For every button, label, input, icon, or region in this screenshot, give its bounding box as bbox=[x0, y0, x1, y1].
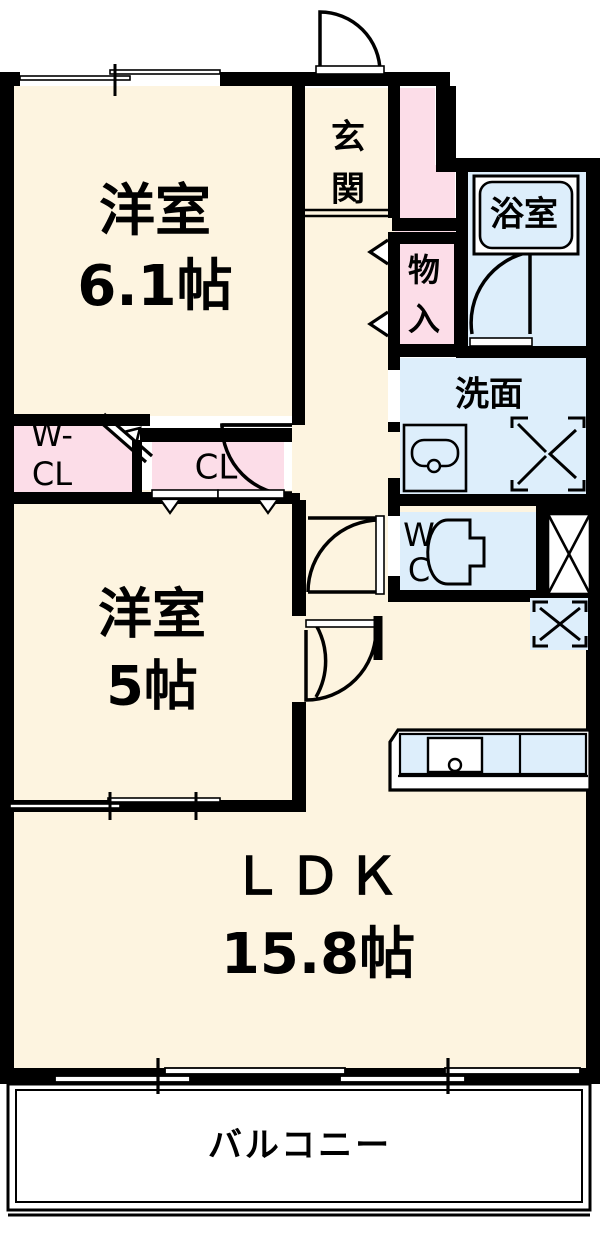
entrance-label-line2: 関 bbox=[331, 170, 365, 210]
wall-shoebox-right-upper bbox=[444, 86, 456, 166]
storage-floor bbox=[398, 243, 456, 348]
entrance-step bbox=[305, 208, 392, 218]
bedroom-2-floor bbox=[8, 490, 300, 808]
ldk-label-line2: 15.8帖 bbox=[221, 922, 415, 987]
washbasin bbox=[402, 423, 468, 493]
wall-bedroom2-hall-upper bbox=[292, 500, 306, 616]
hallway-floor bbox=[300, 210, 400, 640]
balcony-label: バルコニー bbox=[208, 1126, 392, 1166]
room-labels: 洋室 6.1帖 洋室 5帖 ＬＤＫ 15.8帖 玄 関 物 入 浴室 洗面 W … bbox=[31, 118, 558, 1166]
washroom-label: 洗面 bbox=[455, 375, 523, 415]
toilet-bowl bbox=[426, 518, 486, 586]
ldk-label-line1: ＬＤＫ bbox=[231, 847, 405, 907]
wall-exterior-right bbox=[586, 160, 600, 1082]
bathroom-label: 浴室 bbox=[490, 195, 558, 235]
wall-storage-top bbox=[388, 232, 466, 244]
bedroom-2-label-line2: 5帖 bbox=[106, 655, 198, 718]
opening-bedroom2-door bbox=[292, 616, 306, 702]
wall-hall-washroom-joint bbox=[388, 356, 400, 370]
fixtures bbox=[388, 174, 592, 792]
wall-wic-right bbox=[132, 440, 142, 496]
closet-label: CL bbox=[195, 448, 238, 488]
opening-storage-mid bbox=[388, 432, 400, 478]
wall-bedroom2-bottom bbox=[0, 800, 306, 812]
bedroom-2-label-line1: 洋室 bbox=[98, 583, 206, 646]
balcony-floor bbox=[8, 1083, 590, 1209]
toilet-label-line2: C bbox=[408, 551, 430, 589]
windows bbox=[9, 64, 581, 1094]
wall-bedroom1-hall bbox=[292, 80, 305, 425]
doors bbox=[96, 10, 533, 702]
wall-entrance-right bbox=[388, 86, 400, 218]
opening-bedroom1-door bbox=[292, 425, 305, 493]
walk-in-closet-label-line2: CL bbox=[32, 455, 72, 493]
wall-bathroom-bottom bbox=[456, 346, 590, 358]
wall-storage-left bbox=[388, 232, 400, 356]
wall-bedroom2-hall-lower bbox=[292, 700, 306, 802]
wall-bathroom-left bbox=[456, 158, 468, 358]
bedroom-1-label-line2: 6.1帖 bbox=[77, 254, 232, 319]
entrance-door bbox=[315, 10, 385, 75]
wall-closet-top bbox=[140, 428, 300, 442]
wall-bedroom1-bottom-left bbox=[0, 414, 150, 426]
opening-washroom-door bbox=[388, 370, 400, 422]
opening-toilet-door bbox=[388, 516, 400, 576]
bedroom1-window bbox=[19, 64, 221, 96]
closet-sliding-doors bbox=[151, 489, 285, 515]
storage-label-line2: 入 bbox=[408, 300, 440, 338]
hall-door bbox=[306, 515, 385, 595]
wall-shoebox-step bbox=[444, 158, 504, 171]
bathroom-door bbox=[469, 250, 533, 347]
walk-in-closet-label-line1: W- bbox=[31, 416, 73, 454]
wall-storage-bottom bbox=[388, 344, 466, 357]
entrance-floor bbox=[305, 88, 395, 216]
shoebox-floor bbox=[395, 88, 455, 232]
wall-openings bbox=[292, 370, 400, 702]
walk-in-closet-door bbox=[96, 412, 154, 464]
wall-washroom-bottom bbox=[388, 494, 590, 506]
bedroom-1-floor bbox=[8, 80, 300, 416]
storage-folding-doors bbox=[367, 238, 389, 338]
wall-ps-left bbox=[540, 506, 548, 602]
bedroom2-window bbox=[9, 792, 221, 820]
wall-toilet-bottom bbox=[388, 590, 548, 602]
wall-ps-top bbox=[540, 506, 590, 514]
walk-in-closet-floor bbox=[8, 420, 140, 498]
wall-entrance-bottom bbox=[392, 218, 458, 231]
bedroom-1-label-line1: 洋室 bbox=[99, 179, 211, 244]
bedroom2-door bbox=[304, 616, 383, 702]
pipe-shaft bbox=[546, 512, 592, 596]
wall-exterior-left bbox=[0, 72, 14, 1082]
balcony-outline bbox=[6, 1082, 592, 1217]
ldk-balcony-window bbox=[54, 1058, 581, 1094]
kitchen-counter-sink bbox=[388, 728, 592, 792]
washer-pan-outside bbox=[530, 598, 588, 650]
toilet-label-line1: W bbox=[403, 516, 435, 554]
ldk-floor bbox=[8, 800, 590, 1076]
washer-pan bbox=[510, 416, 586, 492]
bathtub bbox=[472, 174, 580, 256]
entrance-label-line1: 玄 bbox=[331, 118, 365, 158]
storage-label-line1: 物 bbox=[408, 251, 440, 289]
